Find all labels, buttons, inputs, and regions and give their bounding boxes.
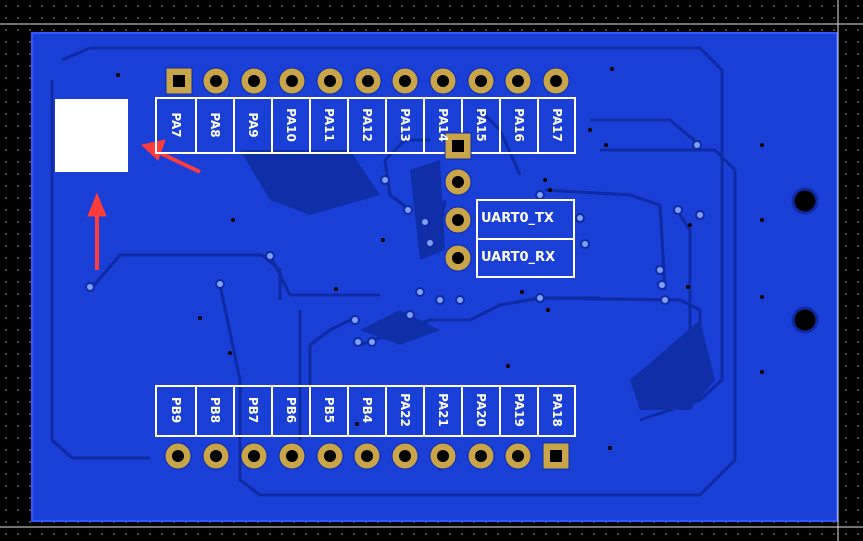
pin-label: PA13 (398, 108, 412, 142)
bottom-header-pads (164, 442, 570, 470)
pin-label: PA9 (246, 112, 260, 138)
uart-silkscreen (476, 199, 575, 278)
small-holes (116, 67, 764, 450)
bottom-header-silkscreen (155, 385, 576, 437)
pin-label: PA22 (398, 393, 412, 427)
pin-label: PA17 (550, 108, 564, 142)
vias (85, 140, 705, 347)
red-arrow-icon (87, 139, 201, 270)
pin-label: PA12 (360, 108, 374, 142)
pin-label: PA14 (436, 108, 450, 142)
pin-label: PA16 (512, 108, 526, 142)
uart-tx-label: UART0_TX (481, 211, 554, 226)
pin-label: PA7 (169, 112, 183, 138)
pin-label: PA10 (284, 108, 298, 142)
uart-header-pads (444, 132, 472, 272)
pin-label: PA8 (208, 112, 222, 138)
white-component-box (55, 99, 128, 172)
pin-label: PA20 (474, 393, 488, 427)
pin-label: PA18 (550, 393, 564, 427)
pin-label: PB7 (246, 396, 260, 424)
mounting-hole (791, 187, 819, 215)
pin-label: PB9 (169, 396, 183, 424)
uart-rx-label: UART0_RX (481, 250, 556, 265)
pin-label: PA21 (436, 393, 450, 427)
copper-pours (240, 150, 715, 410)
top-header-pads (165, 67, 570, 95)
pin-label: PB5 (322, 396, 336, 424)
board-outline (31, 32, 838, 522)
pin-label: PB4 (360, 396, 374, 424)
pin-label: PA11 (322, 108, 336, 142)
pin-label: PB8 (208, 396, 222, 424)
pin-label: PA19 (512, 393, 526, 427)
mounting-hole (791, 306, 819, 334)
pin-label: PB6 (284, 396, 298, 424)
pin-label: PA15 (474, 108, 488, 142)
